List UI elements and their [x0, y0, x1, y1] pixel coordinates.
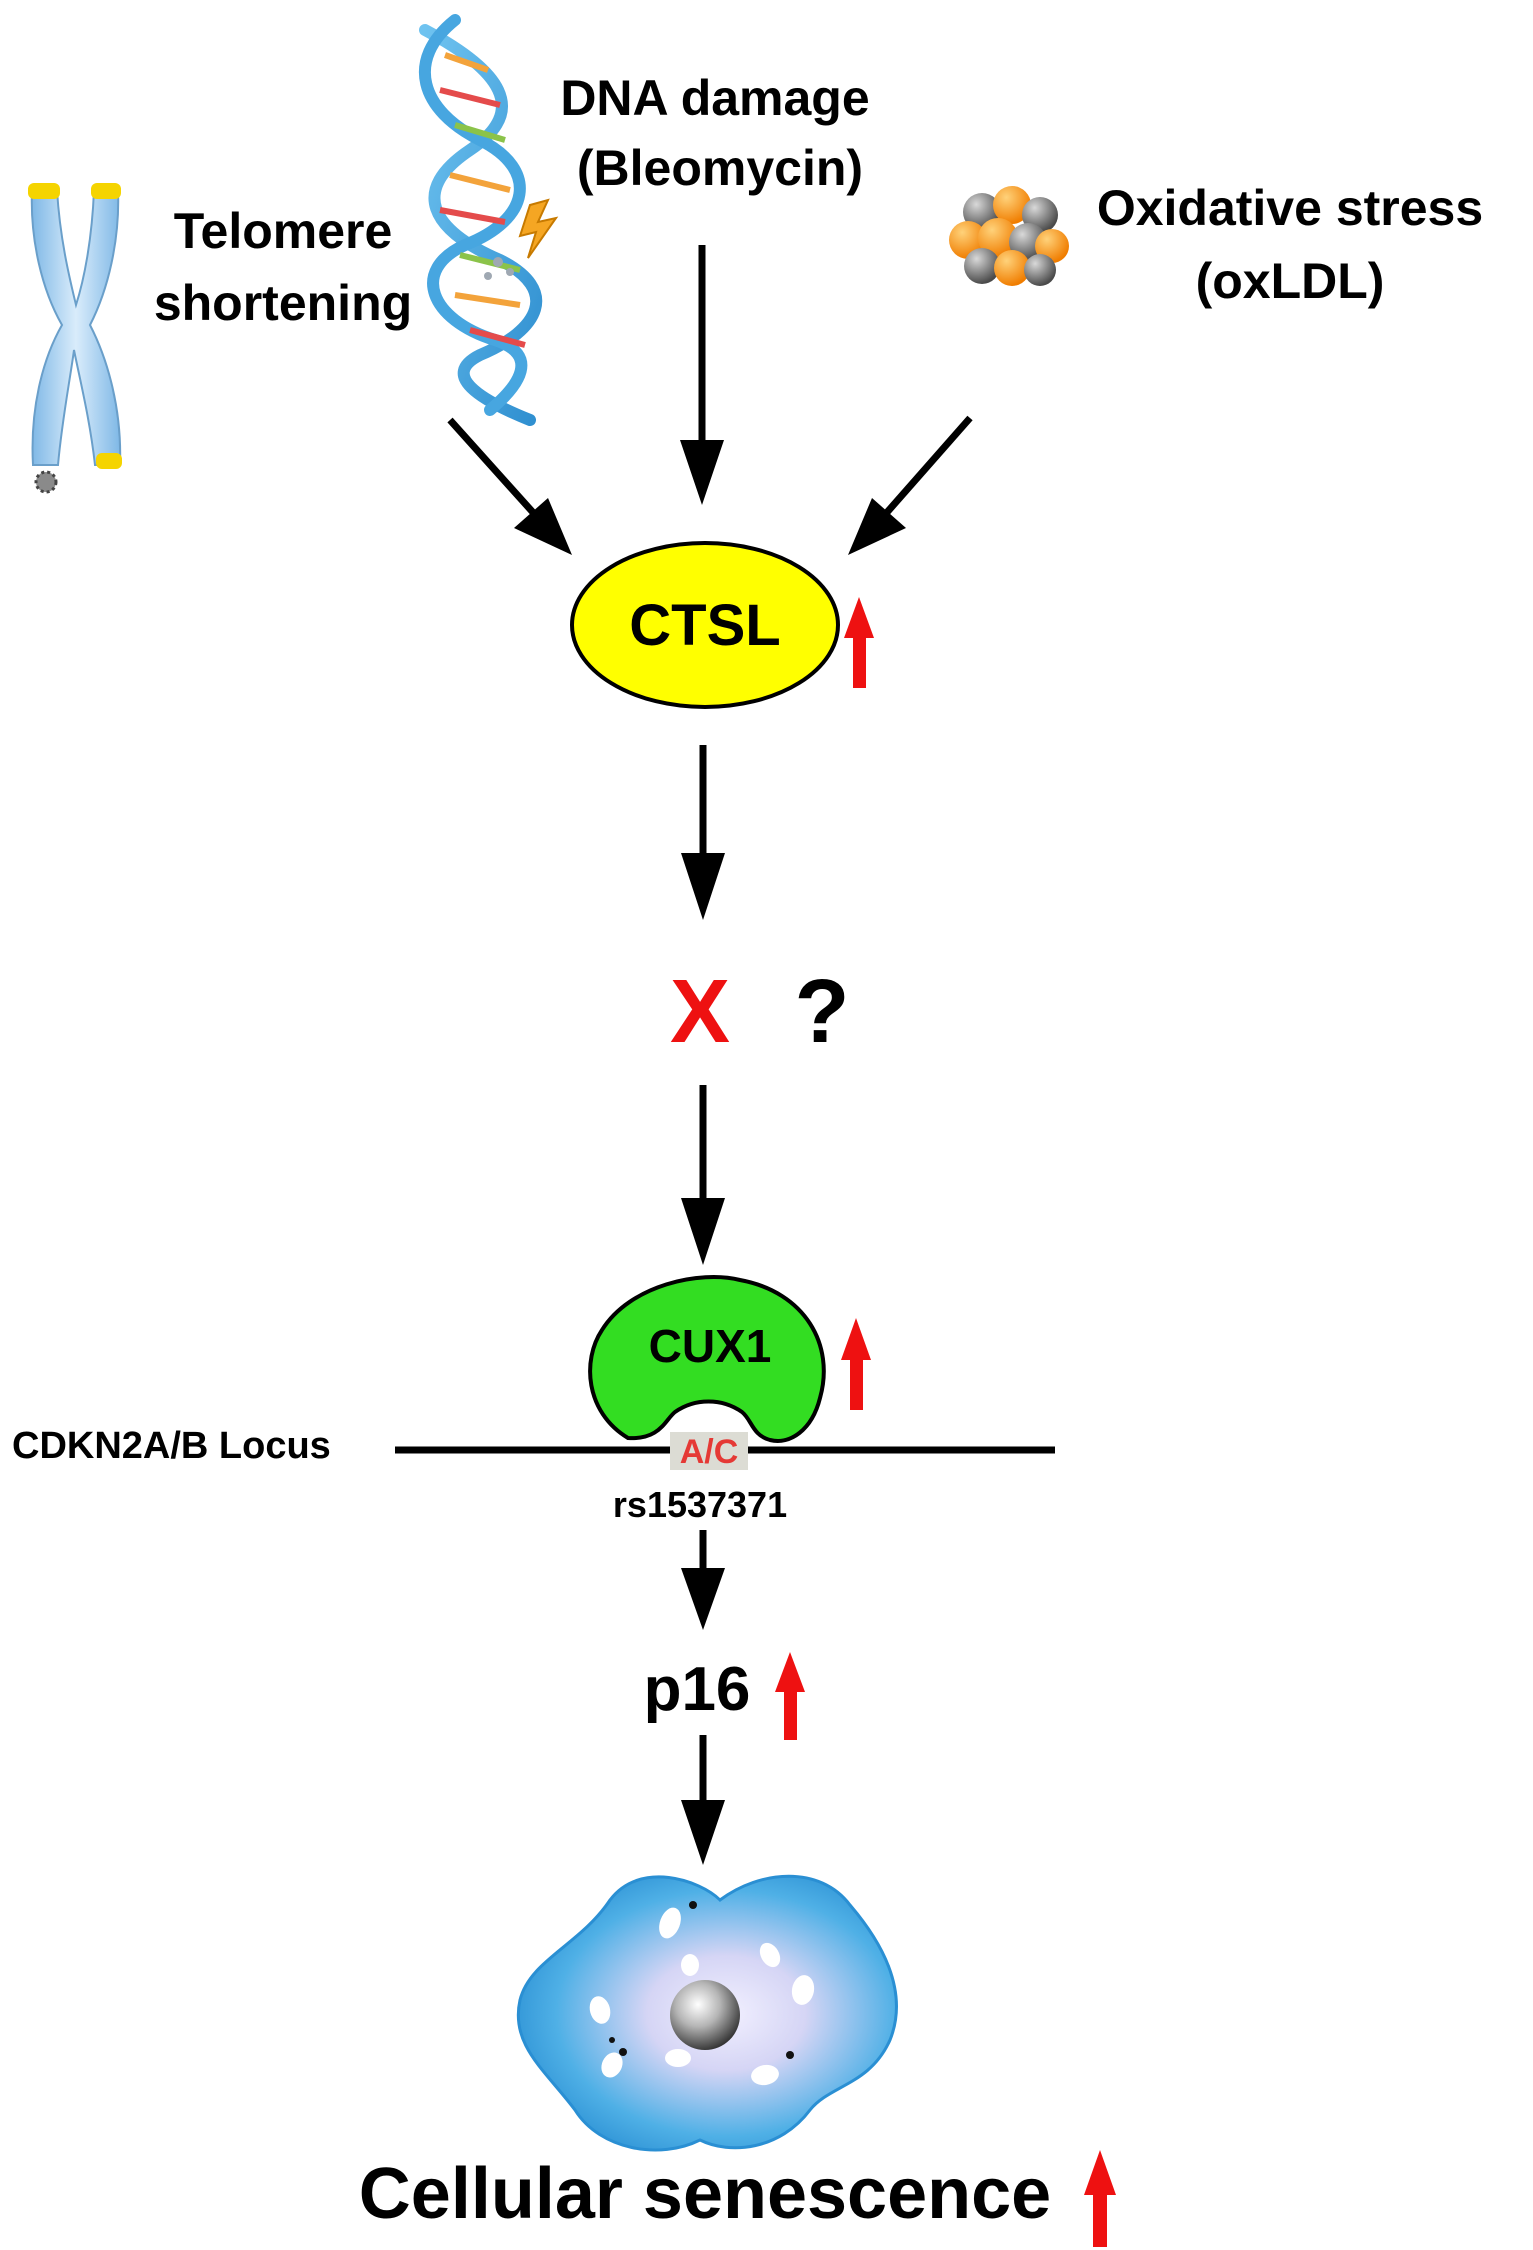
snp-label: rs1537371 [613, 1484, 787, 1525]
arrow-p16-to-cell [681, 1735, 725, 1865]
ctsl-up-arrow-icon [844, 597, 874, 688]
ctsl-node [570, 541, 840, 709]
p16-up-arrow-icon [775, 1652, 805, 1740]
p16-label: p16 [644, 1655, 751, 1724]
telomere-label-line1: Telomere [174, 203, 393, 259]
outcome-up-arrow-icon [1084, 2150, 1116, 2247]
dna-damage-label-line1: DNA damage [560, 70, 869, 126]
allele-box [670, 1432, 748, 1470]
arrow-telomere-to-ctsl [447, 417, 572, 555]
oxidative-label-line1: Oxidative stress [1097, 180, 1483, 236]
allele-label: A/C [680, 1433, 739, 1471]
senescent-cell-icon [516, 1874, 898, 2152]
telomere-label-line2: shortening [154, 275, 412, 331]
ctsl-label: CTSL [629, 593, 780, 658]
oxidative-label-line2: (oxLDL) [1196, 253, 1385, 309]
locus-label: CDKN2A/B Locus [12, 1425, 331, 1467]
arrow-locus-to-p16 [681, 1530, 725, 1630]
arrow-x-to-cux1 [681, 1085, 725, 1265]
cux1-label: CUX1 [649, 1320, 772, 1372]
cux1-up-arrow-icon [841, 1318, 871, 1410]
dna-damage-label-line2: (Bleomycin) [577, 140, 863, 196]
arrow-ctsl-to-x [681, 745, 725, 920]
molecule-cluster-icon [949, 186, 1069, 286]
cux1-node [588, 1275, 826, 1443]
outcome-label: Cellular senescence [359, 2154, 1051, 2234]
unknown-question-mark: ? [795, 962, 850, 1062]
dna-helix-icon [418, 14, 559, 426]
unknown-factor-x: X [670, 962, 730, 1062]
chromosome-icon [28, 183, 122, 494]
arrow-oxidative-to-ctsl [848, 415, 973, 555]
arrow-dna-to-ctsl [680, 245, 724, 505]
